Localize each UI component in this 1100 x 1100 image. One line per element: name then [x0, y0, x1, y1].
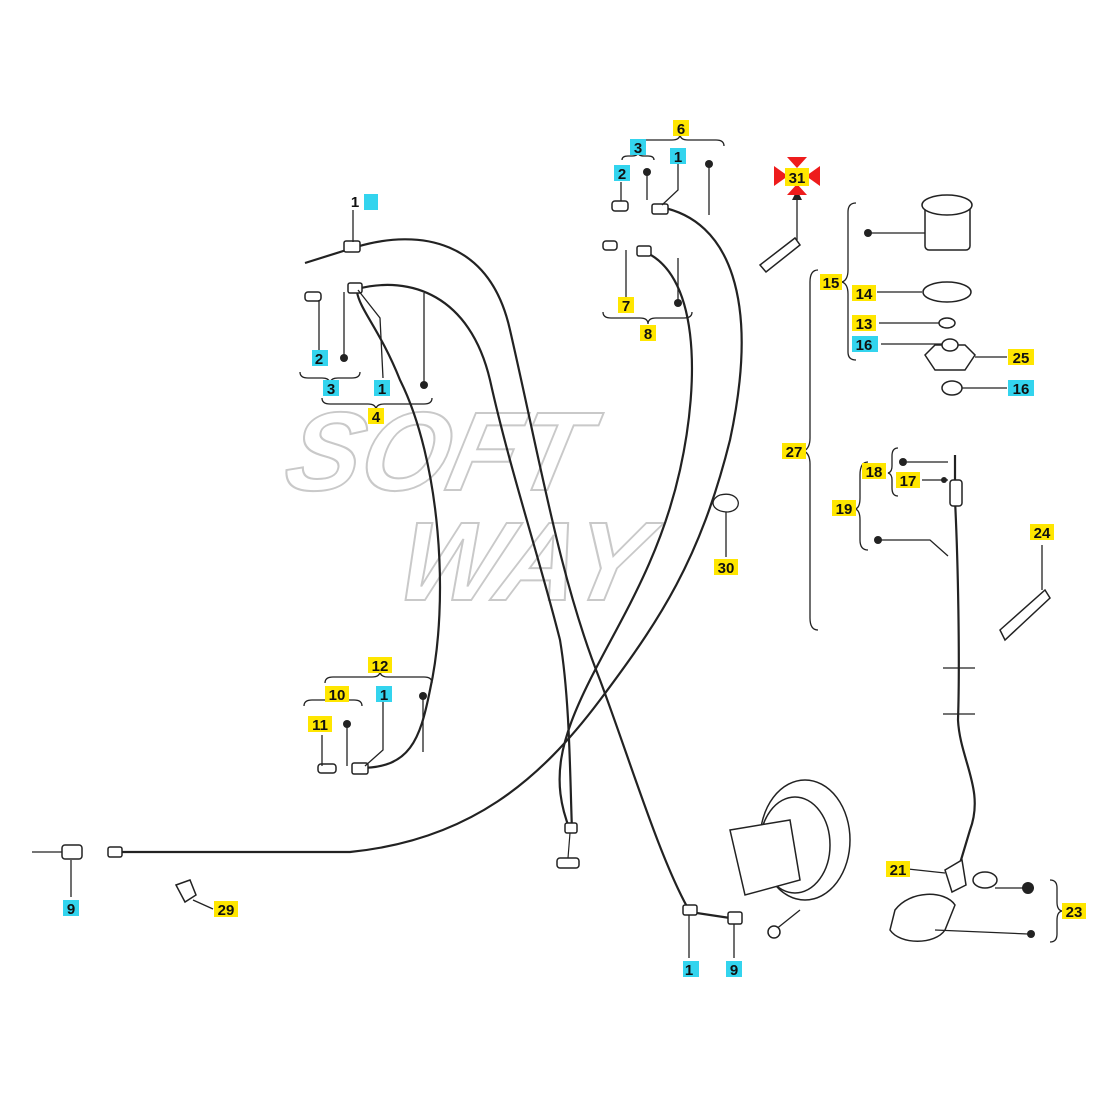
cable-12 — [355, 291, 442, 770]
label-16-a: 16 — [856, 337, 873, 354]
label-24: 24 — [1034, 525, 1051, 542]
ferrule-1 — [343, 240, 361, 253]
ferrule-6 — [651, 203, 669, 215]
clip-30 — [712, 493, 739, 513]
nipple-11 — [317, 763, 337, 774]
ferrule-9b — [107, 846, 123, 858]
nut-16b — [941, 380, 963, 396]
label-25: 25 — [1013, 350, 1030, 367]
label-2-b: 2 — [618, 166, 626, 183]
watermark-line1: SOFT — [276, 388, 610, 514]
nipple-2 — [304, 291, 322, 302]
ferrule-mid — [564, 822, 578, 834]
label-17: 17 — [900, 473, 917, 490]
watermark-line2: WAY — [387, 498, 670, 624]
ring-14 — [922, 281, 972, 303]
nipple-7 — [602, 240, 618, 251]
ferrule-1e — [682, 904, 698, 916]
label-27: 27 — [786, 444, 803, 461]
pin-31 — [758, 190, 802, 274]
ferrule-8 — [636, 245, 652, 257]
watermark: SOFT WAY — [275, 387, 671, 625]
label-10: 10 — [329, 687, 346, 704]
label-9-a: 9 — [67, 901, 75, 918]
label-7: 7 — [622, 298, 630, 315]
label-16-b: 16 — [1013, 381, 1030, 398]
drive-23 — [889, 893, 956, 942]
cap-assembly — [921, 194, 976, 396]
part-29 — [174, 879, 197, 904]
label-2: 2 — [315, 351, 323, 368]
hub — [729, 779, 851, 939]
label-19: 19 — [836, 501, 853, 518]
label-1-top: 1 — [351, 194, 359, 211]
label-6: 6 — [677, 121, 685, 138]
label-31: 31 — [789, 170, 806, 187]
part-24 — [999, 588, 1051, 642]
ferrule-12 — [351, 762, 369, 775]
label-1-c: 1 — [380, 687, 388, 704]
ferrule-9e — [727, 911, 743, 925]
label-1-b: 1 — [674, 149, 682, 166]
label-9-b: 9 — [730, 962, 738, 979]
label-18: 18 — [866, 464, 883, 481]
cable-6 — [120, 205, 743, 854]
ferrule-9 — [61, 844, 83, 860]
label-3: 3 — [327, 381, 335, 398]
cable-mid-tip — [567, 832, 571, 859]
label-3-b: 3 — [634, 140, 642, 157]
hub-plate — [729, 819, 801, 896]
speedo-cable — [889, 455, 998, 942]
label-15: 15 — [823, 275, 840, 292]
nipple-mid — [556, 857, 580, 869]
nipple-2b — [611, 200, 629, 212]
label-4: 4 — [372, 409, 381, 426]
labels: 1 2 3 1 4 6 3 1 2 7 8 31 15 14 13 16 25 … — [63, 120, 1086, 979]
pin-31-shape — [758, 236, 802, 274]
fitting-21 — [944, 858, 967, 894]
label-14: 14 — [856, 286, 873, 303]
label-1-d: 1 — [685, 962, 693, 979]
label-1-left: 1 — [378, 381, 386, 398]
cable-19 — [953, 455, 976, 871]
washer-13 — [938, 317, 956, 329]
label-11: 11 — [312, 717, 328, 734]
label-13: 13 — [856, 316, 873, 333]
label-12: 12 — [372, 658, 389, 675]
label-21: 21 — [890, 862, 907, 879]
label-31-marker: 31 — [774, 157, 820, 195]
label-23: 23 — [1066, 904, 1083, 921]
cables — [32, 200, 743, 925]
nut-16a — [941, 338, 959, 352]
label-30: 30 — [718, 560, 735, 577]
bracket-25 — [924, 344, 976, 371]
label-29: 29 — [218, 902, 235, 919]
label-8: 8 — [644, 326, 652, 343]
cable-8 — [558, 248, 694, 831]
cable-1-long — [304, 238, 731, 920]
